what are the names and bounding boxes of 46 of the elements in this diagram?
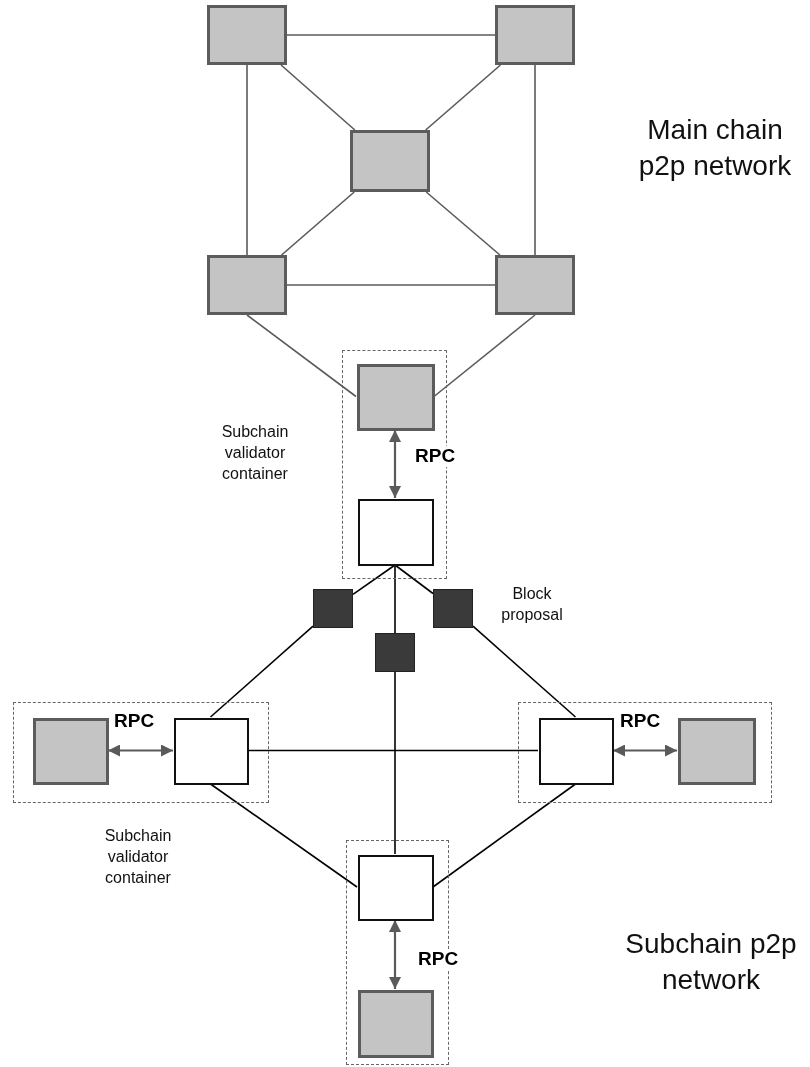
network-label: Main chain p2p network [637, 113, 793, 184]
connector-line [472, 625, 577, 718]
connector-line [352, 564, 396, 596]
node-box [495, 255, 575, 315]
connector-line [394, 564, 434, 595]
node-box [495, 5, 575, 65]
note-label: Block proposal [500, 584, 564, 625]
block-square [375, 633, 415, 672]
connector-line [286, 34, 496, 36]
network-label: Subchain p2p network [624, 927, 798, 998]
block-square [313, 589, 353, 628]
node-box [357, 364, 435, 431]
validator-box [358, 499, 434, 566]
connector-line [433, 314, 536, 398]
dashed-container [518, 702, 772, 803]
validator-box [358, 855, 434, 921]
connector-line [209, 625, 314, 718]
dashed-container [13, 702, 269, 803]
node-box [33, 718, 109, 785]
edge-label: RPC [414, 446, 457, 467]
connector-line [280, 191, 356, 256]
connector-line [394, 671, 396, 855]
connector-line [280, 64, 356, 131]
connector-line [246, 64, 248, 256]
node-box [358, 990, 434, 1058]
node-box [207, 5, 287, 65]
node-box [207, 255, 287, 315]
container-label: Subchain validator container [220, 422, 290, 484]
connector-line [286, 284, 496, 286]
connector-line [534, 64, 536, 256]
arrow [108, 744, 173, 757]
container-label: Subchain validator container [103, 826, 173, 888]
node-box [350, 130, 430, 192]
validator-box [539, 718, 614, 785]
node-box [678, 718, 756, 785]
block-square [433, 589, 473, 628]
arrow [389, 430, 401, 498]
connector-line [246, 314, 357, 398]
connector-line [425, 191, 501, 256]
arrow [389, 920, 401, 989]
edge-label: RPC [417, 949, 460, 970]
connector-line [209, 783, 358, 888]
validator-box [174, 718, 249, 785]
arrow [613, 744, 677, 757]
connector-line [424, 64, 502, 131]
connector-line [394, 564, 396, 634]
